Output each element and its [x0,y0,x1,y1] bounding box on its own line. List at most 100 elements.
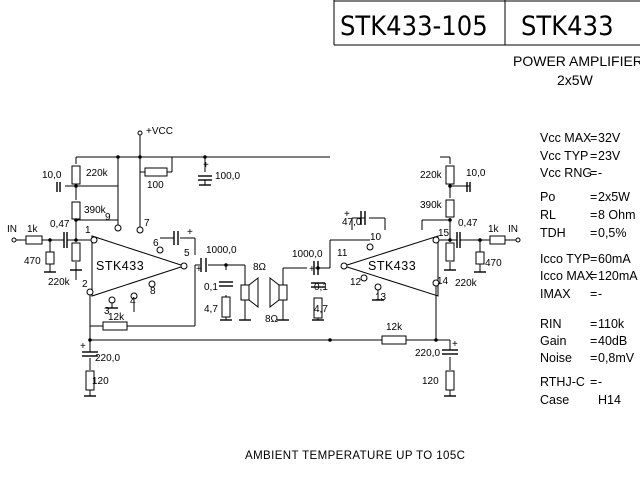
spec-equals: = [590,149,597,163]
label-220k-right: 220k [420,170,443,181]
spec-equals: = [590,226,597,240]
pin-numbers: 1 2 3 4 5 6 7 8 9 10 11 12 13 14 15 [82,212,450,317]
pin-7: 7 [144,218,150,229]
spec-param: IMAX [540,287,571,301]
resistor-12k-right [381,335,407,345]
label-220k-right-low: 220k [455,278,478,289]
chip-label-right: STK433 [368,259,416,273]
label-12k-right: 12k [386,322,403,333]
label-100: 100 [147,180,164,191]
label-c01-left: 0,1 [204,282,218,293]
label-c01-right: 0,1 [314,282,328,293]
spec-equals: = [590,166,597,180]
spec-value: - [598,166,602,180]
component-values: 10,0 220k 390k 0,47 1k IN 470 220k 100 1… [7,160,518,387]
junction-dots [48,155,482,342]
spec-equals: = [590,252,597,266]
resistor-1k-right [489,235,506,245]
label-plus-c100: + [203,160,209,171]
pin-3: 3 [104,306,110,317]
resistor-470-left [45,251,55,265]
spec-equals: = [590,351,597,365]
speaker-right [269,276,288,309]
label-470-right: 470 [485,258,502,269]
pin-markers [86,224,440,304]
label-220k-left-low: 220k [48,277,71,288]
pin-1: 1 [85,225,91,236]
resistors [25,165,506,391]
label-c220-left: 220,0 [95,353,120,364]
resistor-4-7-right [313,297,323,319]
spec-param: Vcc RNG [540,166,592,180]
resistor-12k-left [102,321,128,331]
pin-6: 6 [153,238,159,249]
label-c10-right: 10,0 [466,168,486,179]
pin-10: 10 [370,232,382,243]
spec-param: Po [540,190,555,204]
spec-equals: = [590,131,597,145]
supply-label: +VCC [146,126,173,137]
spec-equals: = [590,208,597,222]
chip-label-left: STK433 [96,259,144,273]
spec-equals: = [590,334,597,348]
label-47-right: 4,7 [314,304,328,315]
footnote: AMBIENT TEMPERATURE UP TO 105C [245,450,465,462]
part-number: STK433-105 [340,11,488,42]
spec-param: Icco TYP [540,252,590,266]
pin-15: 15 [438,228,450,239]
resistor-220k-left-low [71,242,81,262]
spec-param: RTHJ-C [540,375,585,389]
spec-value: 40dB [598,334,627,348]
spec-value: 120mA [598,269,638,283]
speaker-left [240,276,259,309]
resistor-220k-right [445,165,455,185]
pin-14: 14 [437,276,449,287]
resistor-120-left [85,370,95,391]
label-220k-left: 220k [86,168,109,179]
resistor-220k-right-low [445,242,455,262]
spec-value: H14 [598,393,621,407]
title-block [333,0,640,46]
amplifier-chip-left [91,235,186,297]
spec-equals: = [590,190,597,204]
spec-value: 8 Ohm [598,208,636,222]
label-in-left: IN [7,224,17,235]
pin-9: 9 [105,212,111,223]
label-plus-c220-left: + [80,341,86,352]
spec-param: RIN [540,317,562,331]
resistor-100 [144,167,168,177]
spec-equals: = [590,269,597,283]
spec-value: - [598,287,602,301]
pin-4: 4 [130,296,136,307]
resistor-1k-left [25,235,43,245]
spec-value: - [598,375,602,389]
label-c100: 100,0 [215,171,240,182]
resistor-4-7-left [221,296,231,318]
label-c1000-right: 1000,0 [292,249,323,260]
spec-param: Case [540,393,569,407]
label-spk-right: 8Ω [265,314,279,325]
resistor-120-right [445,370,455,391]
ground-symbols [44,184,486,397]
label-c47: 47,0 [342,217,362,228]
spec-value: 0,5% [598,226,627,240]
resistor-220k-left [71,165,81,185]
resistor-470-right [475,251,485,265]
spec-value: 60mA [598,252,631,266]
pin-2: 2 [82,279,88,290]
input-terminal-left [11,237,17,243]
label-c10-left: 10,0 [42,170,62,181]
pin-8: 8 [150,286,156,297]
spec-equals: = [590,375,597,389]
resistor-390k-left [71,201,81,220]
label-in-right: IN [508,224,518,235]
spec-value: 2x5W [598,190,630,204]
label-plus-bootstrap: + [187,227,193,238]
label-c220-right: 220,0 [415,348,440,359]
output-config: 2x5W [557,72,594,88]
label-1k-left: 1k [27,224,39,235]
label-plus-c220-right: + [452,339,458,350]
spec-param: Vcc TYP [540,149,588,163]
